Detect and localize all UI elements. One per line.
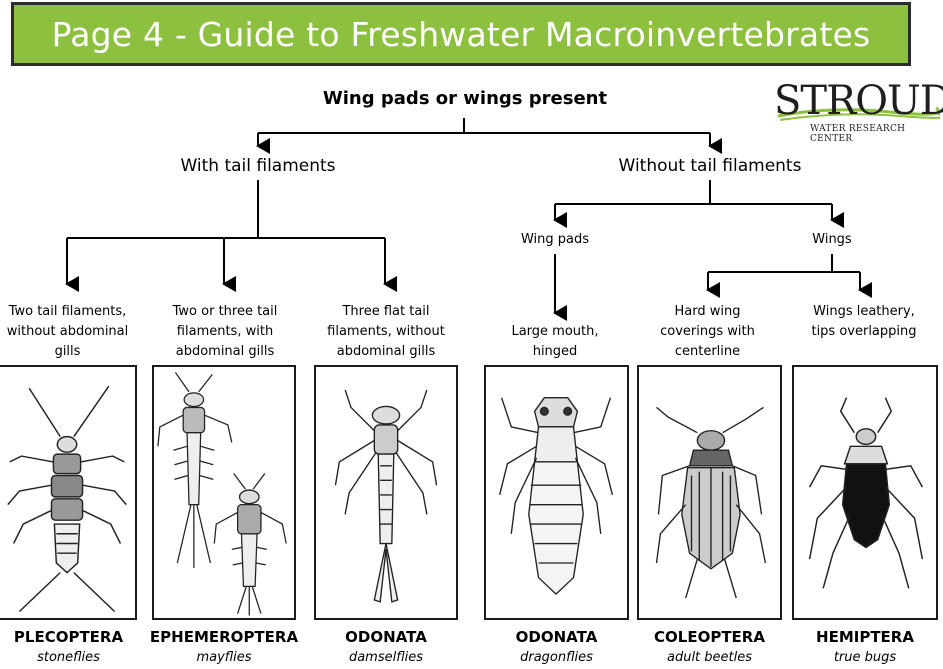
damselfly-panel — [314, 365, 458, 620]
criteria-plecoptera: Two tail filaments, without abdominal gi… — [0, 302, 135, 362]
beetle-panel — [637, 365, 782, 620]
common-adult-beetles: adult beetles — [637, 650, 782, 665]
criteria-ephemeroptera: Two or three tail filaments, with abdomi… — [160, 302, 290, 362]
dragonfly-icon — [486, 367, 627, 618]
criteria-damselflies: Three flat tail filaments, without abdom… — [322, 302, 450, 362]
order-hemiptera: HEMIPTERA — [792, 628, 938, 646]
damselfly-icon — [316, 367, 456, 618]
key-root: Wing pads or wings present — [250, 88, 680, 109]
true-bug-icon — [794, 367, 936, 618]
criteria-coleoptera: Hard wing coverings with centerline — [645, 302, 770, 362]
order-coleoptera: COLEOPTERA — [637, 628, 782, 646]
key-wing-pads: Wing pads — [505, 232, 605, 247]
criteria-dragonflies: Large mouth, hinged — [500, 322, 610, 362]
order-plecoptera: PLECOPTERA — [0, 628, 137, 646]
stonefly-panel — [0, 365, 137, 620]
order-ephemeroptera: EPHEMEROPTERA — [148, 628, 300, 646]
key-without-tail: Without tail filaments — [590, 156, 830, 176]
stonefly-icon — [0, 367, 135, 618]
common-damselflies: damselflies — [314, 650, 458, 665]
beetle-icon — [639, 367, 780, 618]
common-mayflies: mayflies — [148, 650, 300, 665]
true-bug-panel — [792, 365, 938, 620]
common-true-bugs: true bugs — [792, 650, 938, 665]
dragonfly-panel — [484, 365, 629, 620]
key-with-tail: With tail filaments — [140, 156, 376, 176]
order-odonata-damselflies: ODONATA — [314, 628, 458, 646]
mayfly-icon — [154, 367, 294, 618]
common-stoneflies: stoneflies — [0, 650, 137, 665]
mayfly-panel — [152, 365, 296, 620]
criteria-hemiptera: Wings leathery, tips overlapping — [800, 302, 928, 342]
order-odonata-dragonflies: ODONATA — [484, 628, 629, 646]
common-dragonflies: dragonflies — [484, 650, 629, 665]
key-wings: Wings — [792, 232, 872, 247]
